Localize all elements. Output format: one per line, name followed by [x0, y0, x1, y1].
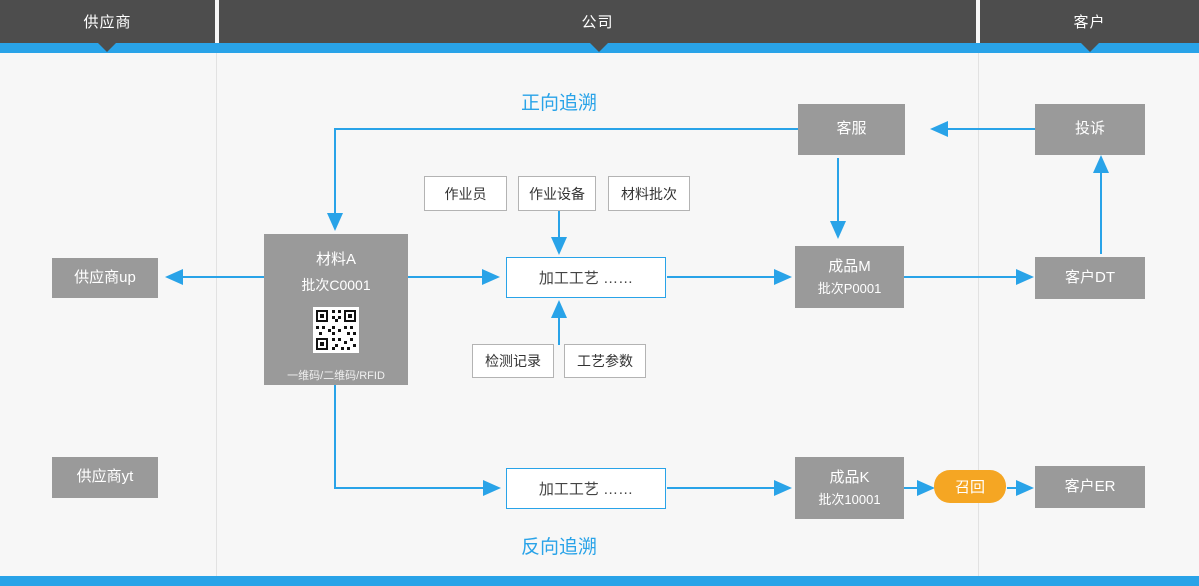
bottom-accent-bar: [0, 576, 1199, 586]
node-process-bottom[interactable]: 加工工艺 ……: [506, 468, 666, 509]
box-equipment[interactable]: 作业设备: [518, 176, 596, 211]
node-material-a-batch: 批次C0001: [301, 277, 371, 293]
node-product-k[interactable]: 成品K 批次10001: [795, 457, 904, 519]
swimlane-header: 供应商 公司 客户: [0, 0, 1199, 52]
node-supplier-up[interactable]: 供应商up: [52, 258, 158, 298]
node-process-top[interactable]: 加工工艺 ……: [506, 257, 666, 298]
lane-divider-right: [978, 53, 979, 576]
node-product-k-name: 成品K: [829, 469, 870, 486]
node-material-a[interactable]: 材料A 批次C0001: [264, 234, 408, 385]
node-complaint-label: 投诉: [1074, 120, 1105, 138]
header-label-company: 公司: [581, 14, 614, 31]
node-product-m[interactable]: 成品M 批次P0001: [795, 246, 904, 308]
box-material-batch[interactable]: 材料批次: [608, 176, 690, 211]
box-inspection-record[interactable]: 检测记录: [472, 344, 554, 378]
node-material-a-caption: 一维码/二维码/RFID: [287, 370, 385, 382]
badge-recall-label: 召回: [954, 479, 985, 496]
reverse-trace-title: 反向追溯: [521, 537, 598, 558]
qr-code-icon: [313, 307, 359, 353]
node-product-m-name: 成品M: [828, 258, 871, 275]
node-customer-er[interactable]: 客户ER: [1035, 466, 1145, 508]
box-operator-label: 作业员: [444, 185, 487, 202]
header-cell-company: 公司: [219, 0, 976, 43]
box-operator[interactable]: 作业员: [424, 176, 507, 211]
node-customer-er-label: 客户ER: [1064, 477, 1116, 495]
box-process-params[interactable]: 工艺参数: [564, 344, 646, 378]
header-notch-company-icon: [590, 43, 608, 52]
node-customer-dt-label: 客户DT: [1065, 268, 1115, 286]
header-cell-supplier: 供应商: [0, 0, 215, 43]
node-supplier-yt-label: 供应商yt: [76, 468, 134, 486]
lane-divider-left: [216, 53, 217, 576]
node-product-k-batch: 批次10001: [818, 491, 881, 507]
badge-recall[interactable]: 召回: [934, 470, 1006, 503]
node-customer-dt[interactable]: 客户DT: [1035, 257, 1145, 299]
box-process-params-label: 工艺参数: [577, 353, 633, 369]
box-inspection-record-label: 检测记录: [485, 353, 541, 369]
node-complaint[interactable]: 投诉: [1035, 104, 1145, 155]
node-supplier-up-label: 供应商up: [74, 268, 136, 286]
header-notch-customer-icon: [1081, 43, 1099, 52]
node-product-m-batch: 批次P0001: [817, 280, 882, 296]
box-material-batch-label: 材料批次: [621, 185, 677, 202]
header-cell-customer: 客户: [980, 0, 1199, 43]
qr-code-glyph: [313, 307, 359, 353]
node-process-bottom-label: 加工工艺 ……: [538, 481, 634, 498]
header-label-supplier: 供应商: [83, 14, 132, 31]
box-equipment-label: 作业设备: [529, 185, 585, 202]
node-customer-service[interactable]: 客服: [798, 104, 905, 155]
node-process-top-label: 加工工艺 ……: [538, 270, 634, 287]
header-label-customer: 客户: [1073, 14, 1106, 31]
node-supplier-yt[interactable]: 供应商yt: [52, 457, 158, 498]
forward-trace-title: 正向追溯: [521, 93, 598, 114]
node-customer-service-label: 客服: [836, 120, 867, 138]
node-material-a-name: 材料A: [315, 251, 356, 268]
header-notch-supplier-icon: [98, 43, 116, 52]
